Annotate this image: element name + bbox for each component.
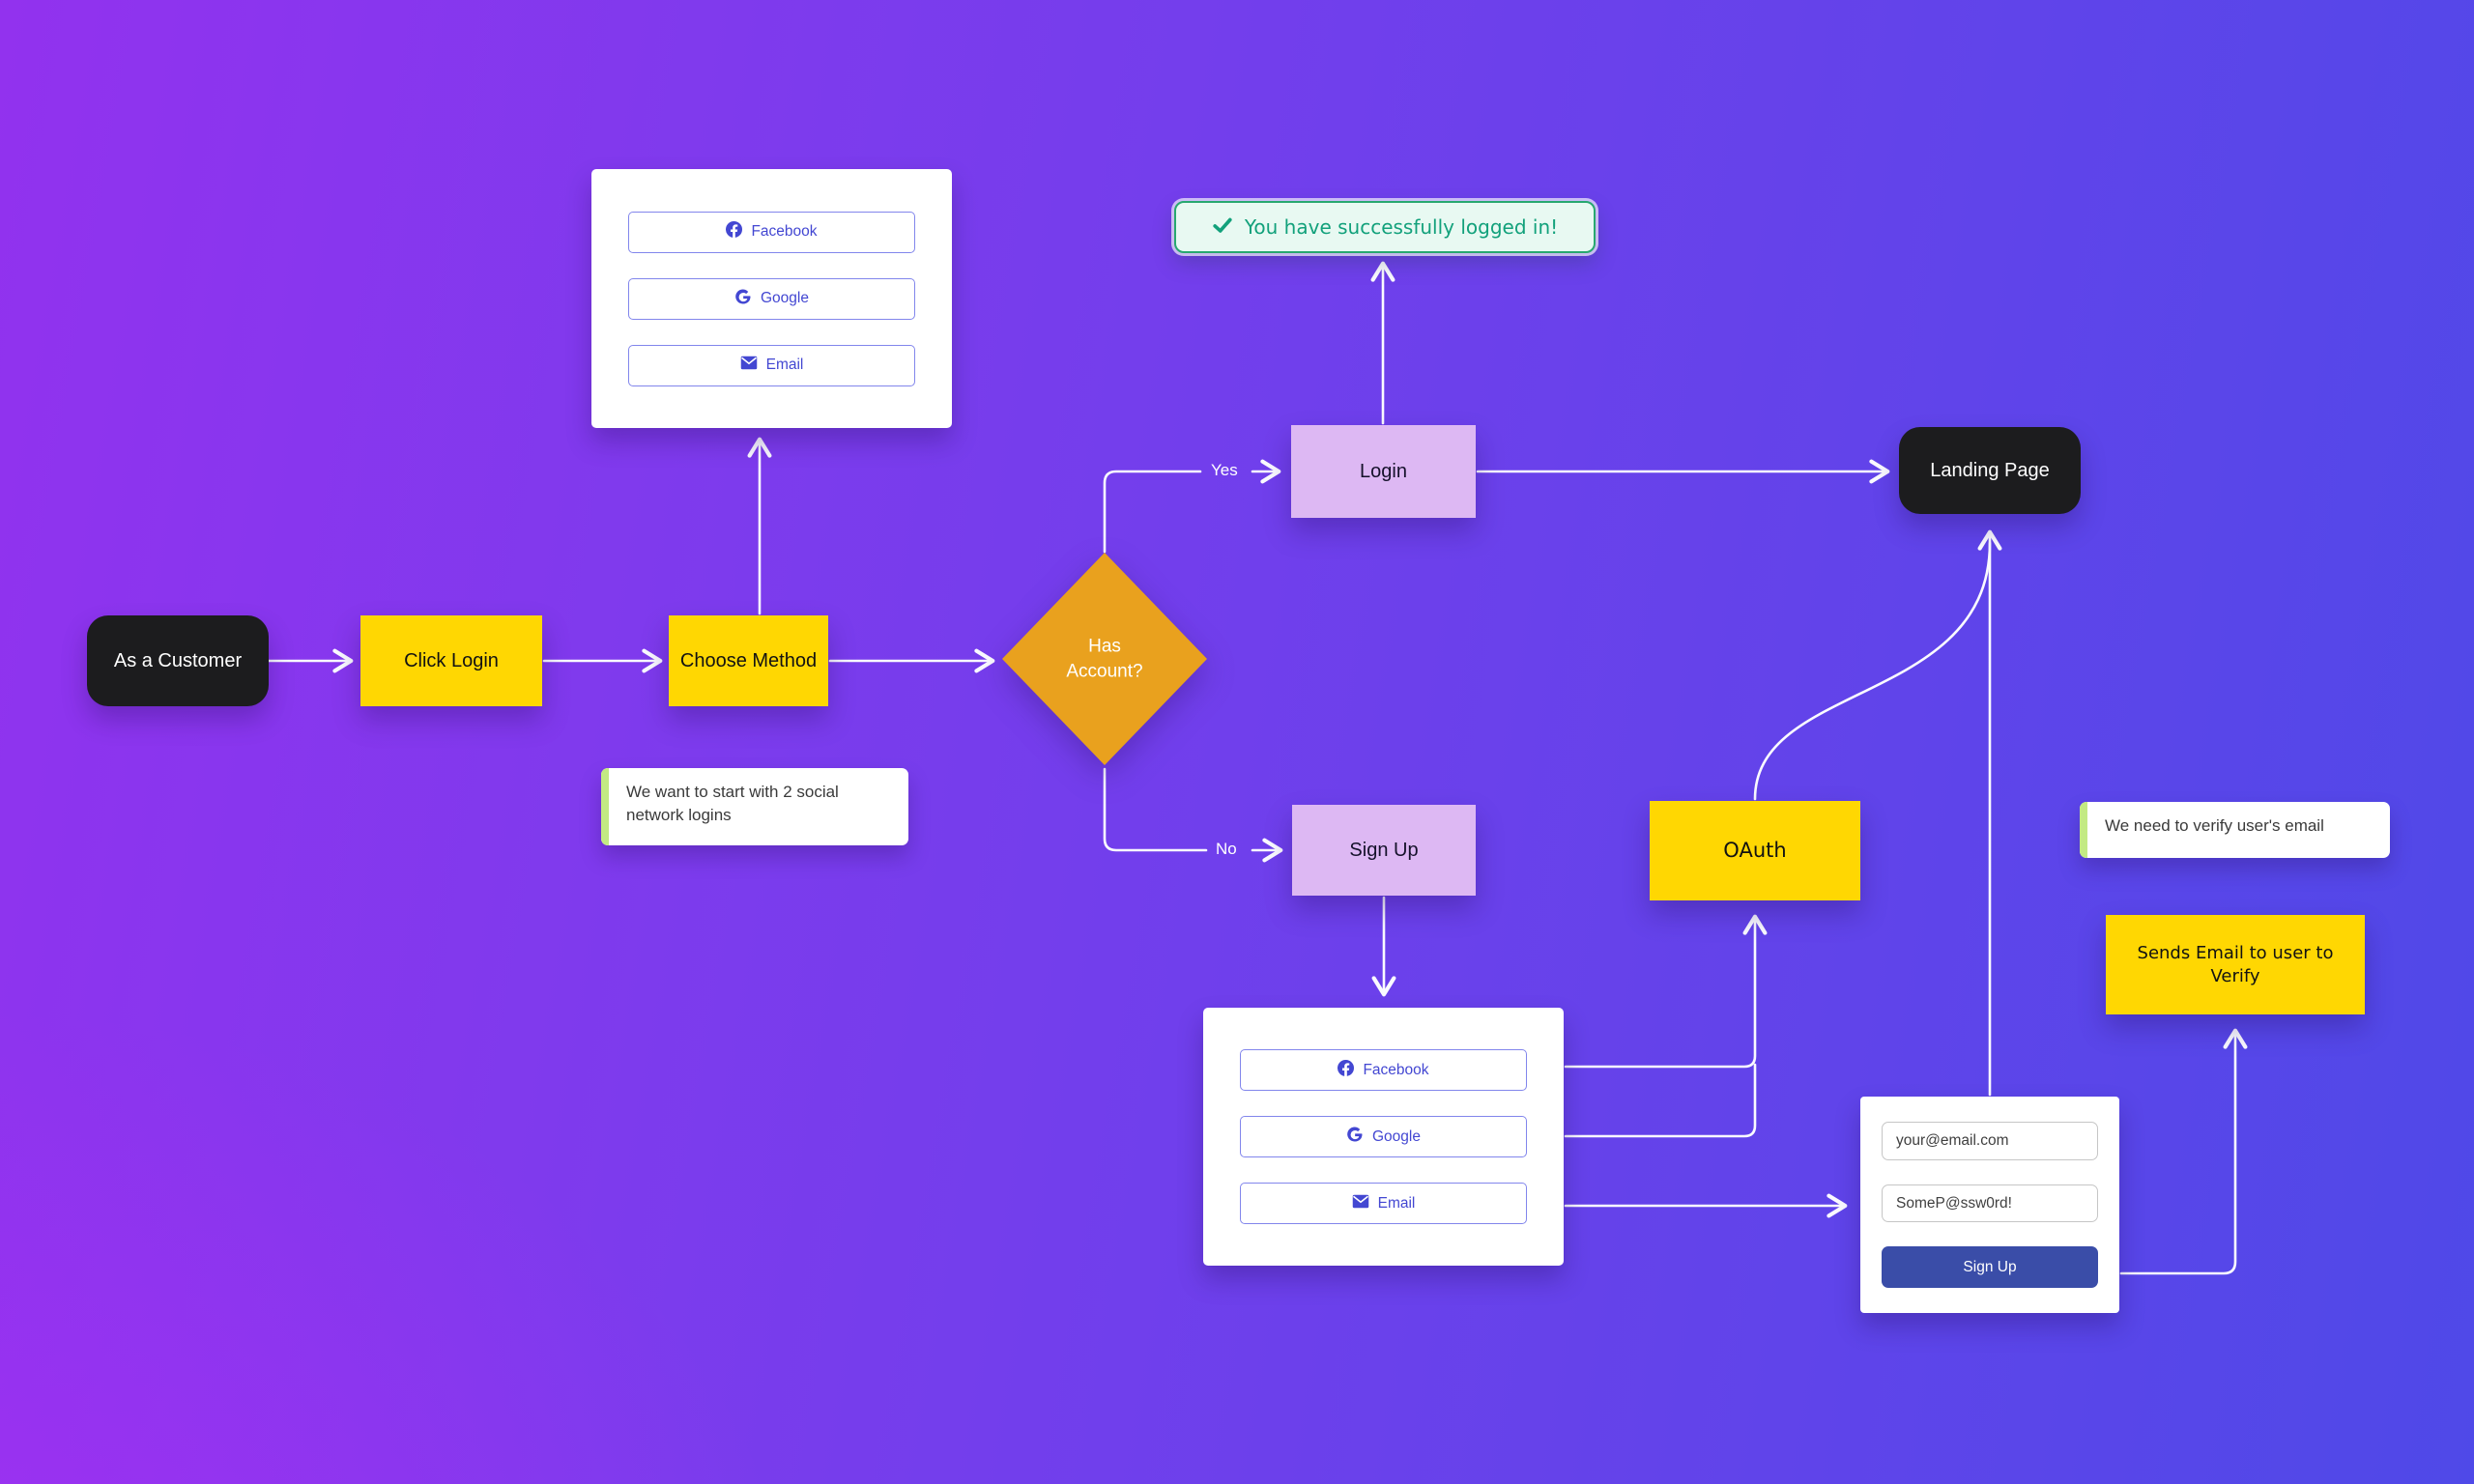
email-input[interactable] <box>1882 1122 2098 1160</box>
note-text: We need to verify user's email <box>2105 816 2324 835</box>
node-label: Landing Page <box>1930 460 2050 481</box>
password-input[interactable] <box>1882 1184 2098 1223</box>
node-login[interactable]: Login <box>1291 425 1476 518</box>
email-icon <box>740 356 758 375</box>
note-social-logins[interactable]: We want to start with 2 social network l… <box>601 768 908 845</box>
node-label: Click Login <box>404 650 499 671</box>
facebook-icon <box>726 220 743 243</box>
node-label: As a Customer <box>113 650 243 671</box>
node-has-account-decision[interactable]: Has Account? <box>1001 552 1208 766</box>
facebook-signup-button[interactable]: Facebook <box>1240 1049 1527 1091</box>
note-verify-email[interactable]: We need to verify user's email <box>2080 802 2390 858</box>
signup-form-card[interactable]: Sign Up <box>1860 1097 2119 1313</box>
node-choose-method[interactable]: Choose Method <box>669 615 828 706</box>
node-label: Sends Email to user to Verify <box>2137 943 2334 986</box>
email-icon <box>1352 1194 1369 1213</box>
node-oauth[interactable]: OAuth <box>1650 801 1860 900</box>
node-label: Choose Method <box>679 650 818 671</box>
node-click-login[interactable]: Click Login <box>360 615 542 706</box>
node-label: OAuth <box>1723 838 1787 862</box>
success-banner[interactable]: You have successfully logged in! <box>1174 201 1596 253</box>
node-sign-up[interactable]: Sign Up <box>1292 805 1476 896</box>
edge-label-no: No <box>1216 840 1237 858</box>
node-sends-email-verify[interactable]: Sends Email to user to Verify <box>2106 915 2365 1014</box>
node-as-a-customer[interactable]: As a Customer <box>87 615 269 706</box>
edge-label-yes: Yes <box>1211 461 1238 479</box>
note-text: We want to start with 2 social network l… <box>626 783 839 825</box>
method-button-label: Email <box>1377 1194 1416 1212</box>
google-login-button[interactable]: Google <box>628 277 915 320</box>
method-button-label: Facebook <box>1363 1061 1429 1078</box>
success-banner-text: You have successfully logged in! <box>1244 215 1559 239</box>
signup-submit-button[interactable]: Sign Up <box>1882 1246 2098 1288</box>
method-button-label: Facebook <box>751 223 818 240</box>
facebook-login-button[interactable]: Facebook <box>628 211 915 253</box>
node-landing-page[interactable]: Landing Page <box>1899 427 2081 514</box>
google-signup-button[interactable]: Google <box>1240 1116 1527 1157</box>
email-login-button[interactable]: Email <box>628 344 915 386</box>
node-label: Sign Up <box>1349 840 1419 861</box>
method-button-label: Email <box>765 357 804 373</box>
login-methods-card-bottom[interactable]: Facebook Google Email <box>1203 1008 1564 1266</box>
email-signup-button[interactable]: Email <box>1240 1183 1527 1224</box>
node-label: Login <box>1360 461 1407 482</box>
google-icon <box>1346 1126 1364 1148</box>
method-button-label: Google <box>761 290 809 306</box>
facebook-icon <box>1338 1059 1355 1081</box>
google-icon <box>734 288 752 310</box>
check-icon <box>1212 214 1233 241</box>
method-button-label: Google <box>1372 1127 1421 1145</box>
node-label: Has Account? <box>1066 636 1143 681</box>
login-methods-card-top[interactable]: Facebook Google Email <box>591 169 952 428</box>
